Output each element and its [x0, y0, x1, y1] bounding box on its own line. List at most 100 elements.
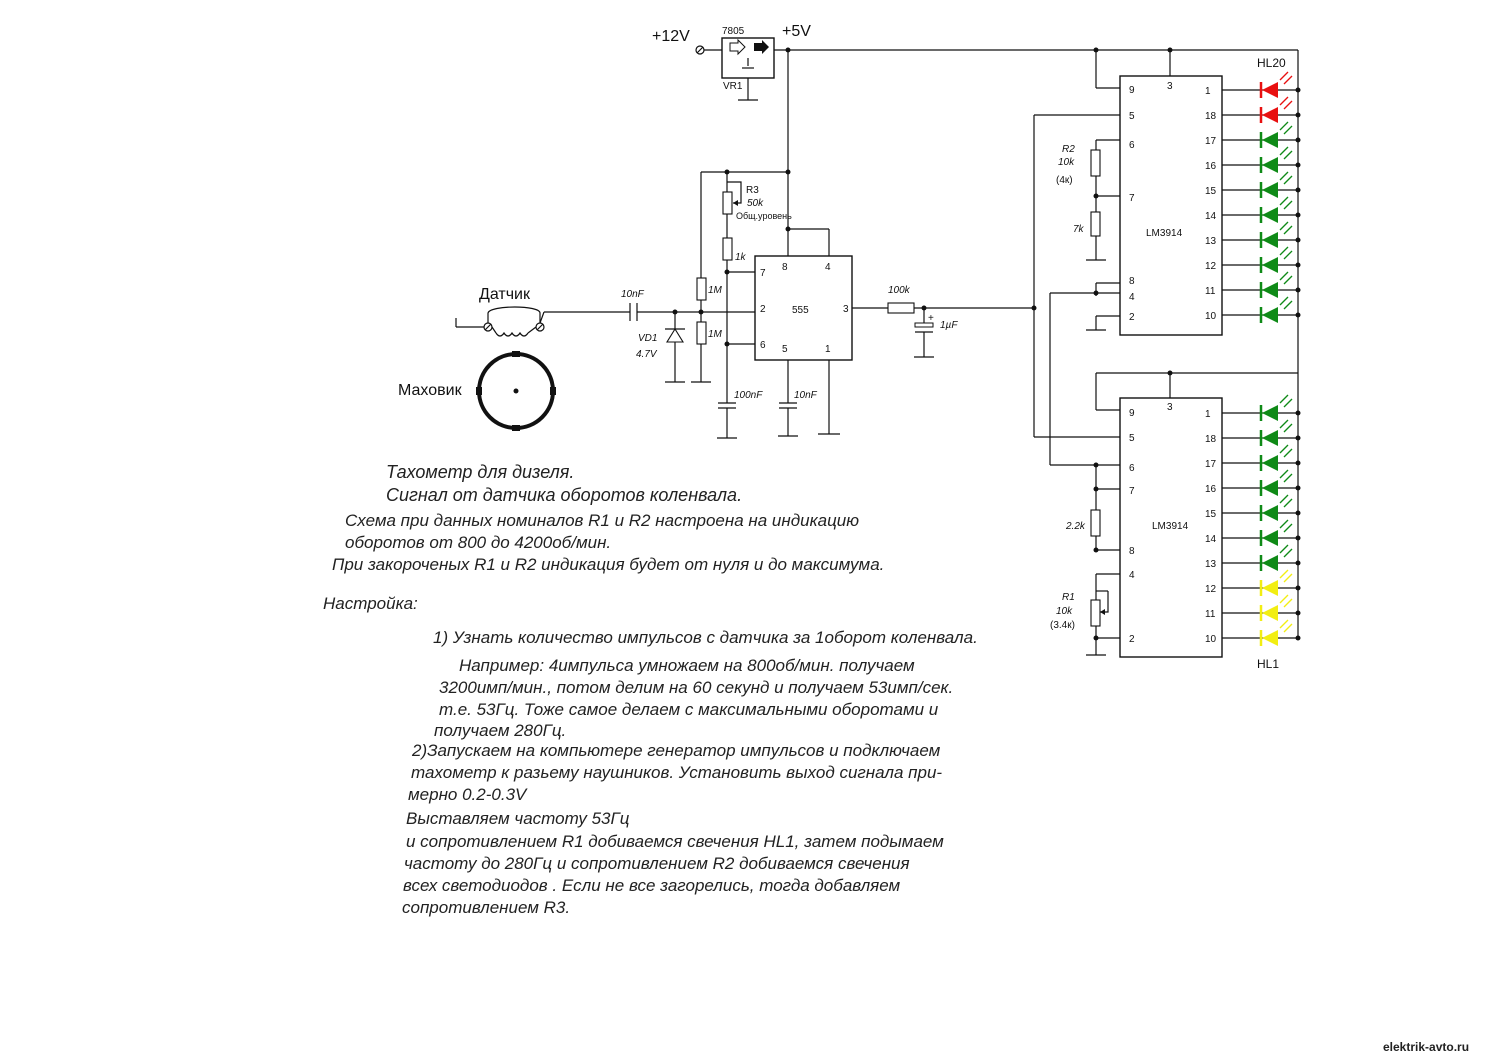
led-top-16 [1222, 146, 1301, 173]
pin-label-top-14: 14 [1205, 211, 1217, 222]
pin-label-bottom-16: 16 [1205, 484, 1217, 495]
setup-line-6: 2)Запускаем на компьютере генератор импу… [412, 741, 941, 760]
pin-label-bottom-11: 11 [1205, 609, 1216, 620]
cap-10nf-label: 10nF [794, 390, 818, 401]
pin-label-bottom-10: 10 [1205, 634, 1217, 645]
timer-pin-3: 3 [843, 304, 849, 315]
r3-note: Общ.уровень [736, 211, 792, 221]
timer-ic-label: 555 [792, 305, 809, 316]
setup-line-3: 3200имп/мин., потом делим на 60 секунд и… [439, 678, 954, 697]
pin-label-top-12: 12 [1205, 261, 1217, 272]
led-top-15 [1222, 171, 1301, 198]
led-top-13 [1222, 221, 1301, 248]
svg-text:4: 4 [1129, 570, 1135, 581]
pin-label-top-10: 10 [1205, 311, 1217, 322]
pin-label-top-1: 1 [1205, 86, 1211, 97]
r-7k-label: 7k [1073, 224, 1085, 235]
pin-label-bottom-15: 15 [1205, 509, 1217, 520]
svg-text:4: 4 [1129, 292, 1135, 303]
svg-text:3: 3 [1167, 402, 1173, 413]
svg-text:7: 7 [1129, 193, 1135, 204]
svg-text:2: 2 [1129, 634, 1135, 645]
lm3914-bottom-label: LM3914 [1152, 521, 1189, 532]
setup-line-2: Например: 4импульса умножаем на 800об/ми… [459, 656, 915, 675]
power-supply: +12V 7805 VR1 +5V [652, 23, 1298, 256]
r-1m-bottom: 1M [708, 329, 723, 340]
led-bottom-16 [1222, 469, 1301, 496]
timer-pin-5: 5 [782, 344, 788, 355]
setup-line-13: сопротивлением R3. [402, 898, 571, 917]
flywheel: Маховик [398, 351, 556, 431]
svg-text:6: 6 [1129, 140, 1135, 151]
svg-text:9: 9 [1129, 85, 1135, 96]
svg-text:2: 2 [1129, 312, 1135, 323]
pin-label-top-17: 17 [1205, 136, 1217, 147]
r-2k2-label: 2.2k [1065, 521, 1086, 532]
timer-pin-8: 8 [782, 262, 788, 273]
led-bottom-11 [1222, 594, 1301, 621]
svg-text:7: 7 [1129, 486, 1135, 497]
pin-label-top-15: 15 [1205, 186, 1217, 197]
pin-label-bottom-17: 17 [1205, 459, 1217, 470]
pin-label-top-18: 18 [1205, 111, 1217, 122]
title-line-1: Тахометр для дизеля. [386, 462, 575, 482]
led-bottom-label: HL1 [1257, 657, 1279, 671]
pin-label-top-13: 13 [1205, 236, 1217, 247]
led-bottom-13 [1222, 544, 1301, 571]
title-line-2: Сигнал от датчика оборотов коленвала. [386, 485, 743, 505]
pin-label-bottom-1: 1 [1205, 409, 1211, 420]
led-top-18 [1222, 96, 1301, 123]
timer-pin-7: 7 [760, 268, 766, 279]
led-bottom-12 [1222, 569, 1301, 596]
pin-label-top-16: 16 [1205, 161, 1217, 172]
setup-heading: Настройка: [323, 594, 418, 613]
led-bottom-17 [1222, 444, 1301, 471]
timer-pin-1: 1 [825, 344, 831, 355]
pin-label-top-11: 11 [1205, 286, 1216, 297]
setup-line-11: частоту до 280Гц и сопротивлением R2 доб… [404, 854, 910, 873]
zener-value: 4.7V [636, 349, 658, 360]
power-in-label: +12V [652, 28, 690, 45]
setup-line-8: мерно 0.2-0.3V [408, 785, 527, 804]
led-bottom-18 [1222, 419, 1301, 446]
led-bottom-1 [1222, 394, 1301, 421]
svg-text:6: 6 [1129, 463, 1135, 474]
regulator-label: 7805 [722, 26, 745, 37]
r1-alt: (3.4к) [1050, 620, 1075, 631]
led-bottom-15 [1222, 494, 1301, 521]
led-top-11 [1222, 271, 1301, 298]
r-1m-top: 1M [708, 285, 723, 296]
led-bottom-10 [1222, 619, 1301, 646]
led-top-17 [1222, 121, 1301, 148]
output-filter: 100k + 1µF [852, 115, 1037, 437]
r2-ref: R2 [1062, 144, 1075, 155]
lm3914-top-label: LM3914 [1146, 228, 1183, 239]
svg-text:3: 3 [1167, 81, 1173, 92]
timer-555: 555 7 8 4 2 3 6 5 1 10nF [754, 226, 853, 437]
r1-value: 10k [1056, 606, 1073, 617]
timer-pin-4: 4 [825, 262, 831, 273]
setup-line-10: и сопротивлением R1 добиваемся свечения … [406, 832, 944, 851]
site-watermark: elektrik-avto.ru [1383, 1040, 1470, 1054]
led-top-14 [1222, 196, 1301, 223]
r2-value: 10k [1058, 157, 1075, 168]
setup-line-4: т.е. 53Гц. Тоже самое делаем с максималь… [439, 700, 939, 719]
regulator-ref: VR1 [723, 81, 743, 92]
led-top-12 [1222, 246, 1301, 273]
r3-ref: R3 [746, 185, 759, 196]
pin-label-bottom-18: 18 [1205, 434, 1217, 445]
lm3914-top: LM3914 9 3 5 6 7 R2 10k (4к) 7k 8 4 2 [1034, 47, 1223, 465]
r-1k-label: 1k [735, 252, 747, 263]
r2-alt: (4к) [1056, 175, 1073, 186]
desc-line-3: При закороченых R1 и R2 индикация будет … [332, 555, 885, 574]
r3-value: 50k [747, 198, 764, 209]
pin-label-bottom-14: 14 [1205, 534, 1217, 545]
timer-pin-2: 2 [760, 304, 766, 315]
sensor: Датчик [455, 286, 630, 337]
pin-label-bottom-13: 13 [1205, 559, 1217, 570]
led-top-10 [1222, 296, 1301, 323]
desc-line-2: оборотов от 800 до 4200об/мин. [345, 533, 612, 552]
